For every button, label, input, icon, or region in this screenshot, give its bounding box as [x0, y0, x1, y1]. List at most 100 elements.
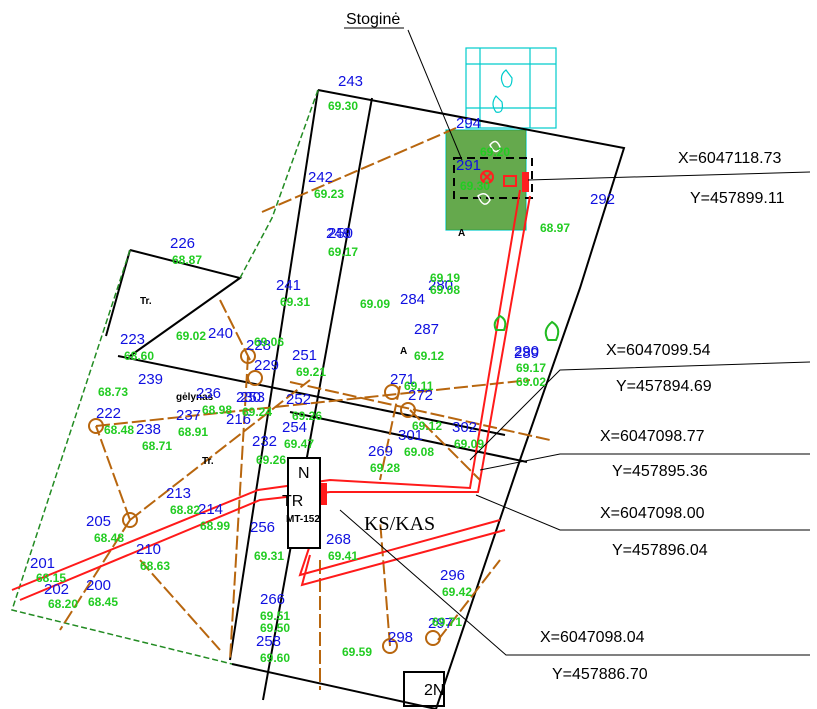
point-number: 256 [250, 519, 275, 536]
point-number: 239 [138, 371, 163, 388]
point-number: 289 [514, 345, 539, 362]
elevation: 69.41 [328, 549, 358, 563]
elevation: 69.60 [260, 651, 290, 665]
elevation: 69.08 [404, 445, 434, 459]
elevation: 69.31 [254, 549, 284, 563]
point-number: 271 [390, 371, 415, 388]
a-label-1: A [458, 228, 465, 239]
elevation: 68.48 [104, 423, 134, 437]
point-number: 296 [440, 567, 465, 584]
transformer-box [287, 457, 321, 549]
tr-label-a: Tr. [140, 296, 152, 307]
point-number: 254 [282, 419, 307, 436]
elevation: 69.17 [328, 245, 358, 259]
coord-2-y: Y=457894.69 [616, 378, 712, 395]
elevation: 69.06 [254, 335, 284, 349]
elevation: 68.48 [94, 531, 124, 545]
coord-1-y: Y=457899.11 [690, 190, 785, 207]
elevation: 68.45 [88, 595, 118, 609]
point-number: 294 [456, 115, 481, 132]
point-number: 272 [408, 387, 433, 404]
gelynas-label: gėlynas [176, 392, 214, 403]
elevation: 69.09 [454, 437, 484, 451]
n-label: N [298, 465, 310, 482]
elevation: 69.42 [442, 585, 472, 599]
point-number: 284 [400, 291, 425, 308]
elevation: 68.87 [172, 253, 202, 267]
point-number: 232 [252, 433, 277, 450]
elevation: 69.50 [260, 621, 290, 635]
elevation: 68.97 [540, 221, 570, 235]
point-number: 287 [414, 321, 439, 338]
elevation: 68.15 [36, 571, 66, 585]
elevation: 68.82 [170, 503, 200, 517]
point-number: 222 [96, 405, 121, 422]
elevation: 68.71 [142, 439, 172, 453]
point-number: 241 [276, 277, 301, 294]
point-number: 291 [456, 157, 481, 174]
tr-label: TR [282, 493, 303, 510]
elevation: 69.30 [460, 179, 490, 193]
point-number: 243 [338, 73, 363, 90]
coord-3-y: Y=457895.36 [612, 463, 708, 480]
elevation: 69.19 [430, 271, 460, 285]
point-number: 252 [286, 391, 311, 408]
point-number: 237 [176, 407, 201, 424]
elevation: 69.31 [280, 295, 310, 309]
coord-5-y: Y=457886.70 [552, 666, 648, 683]
elevation: 69.12 [412, 419, 442, 433]
green-boundary [11, 89, 319, 665]
point-number: 238 [136, 421, 161, 438]
elevation: 69.20 [480, 145, 510, 159]
point-number: 253 [240, 389, 265, 406]
elevation: 69.71 [432, 615, 462, 629]
coord-2-x: X=6047099.54 [606, 342, 711, 359]
elevation: 69.21 [296, 365, 326, 379]
elevation: 69.26 [256, 453, 286, 467]
elevation: 68.20 [48, 597, 78, 611]
elevation: 68.91 [178, 425, 208, 439]
coordinate-callouts: X=6047118.73 Y=457899.11 X=6047099.54 Y=… [540, 150, 785, 683]
elevation-values: 69.30 69.23 69.17 68.87 69.31 69.02 69.0… [36, 99, 570, 665]
point-number: 200 [86, 577, 111, 594]
elevation: 69.59 [342, 645, 372, 659]
coord-4-y: Y=457896.04 [612, 542, 708, 559]
point-number: 280 [428, 277, 453, 294]
elevation: 69.11 [404, 379, 434, 393]
elevation: 68.73 [98, 385, 128, 399]
2n-label: 2N [424, 682, 444, 699]
point-number: 297 [428, 615, 453, 632]
elevation: 69.30 [328, 99, 358, 113]
elevation: 69.12 [414, 349, 444, 363]
elevation: 69.02 [516, 375, 546, 389]
point-number: 242 [308, 169, 333, 186]
point-number: 249 [326, 225, 351, 242]
point-number: 226 [170, 235, 195, 252]
point-number: 250 [328, 225, 353, 242]
stogine-area [446, 130, 533, 230]
point-number: 205 [86, 513, 111, 530]
point-number: 223 [120, 331, 145, 348]
coord-5-x: X=6047098.04 [540, 629, 645, 646]
coord-1-x: X=6047118.73 [678, 150, 781, 167]
plot-boundary [105, 89, 626, 709]
elevation: 68.63 [140, 559, 170, 573]
elevation: 68.98 [202, 403, 232, 417]
point-number: 298 [388, 629, 413, 646]
tr-label-b: Tr. [202, 456, 214, 467]
coord-3-x: X=6047098.77 [600, 428, 705, 445]
point-number: 229 [254, 357, 279, 374]
point-number: 266 [260, 591, 285, 608]
point-number: 201 [30, 555, 55, 572]
manhole-symbols [88, 348, 441, 654]
point-number: 210 [136, 541, 161, 558]
elevation: 69.47 [284, 437, 314, 451]
elevation: 69.51 [260, 609, 290, 623]
point-number: 230 [236, 389, 261, 406]
point-number: 268 [326, 531, 351, 548]
mt152-label: MT-152 [286, 514, 320, 525]
elevation: 68.60 [124, 349, 154, 363]
elevation: 69.23 [314, 187, 344, 201]
point-number: 213 [166, 485, 191, 502]
